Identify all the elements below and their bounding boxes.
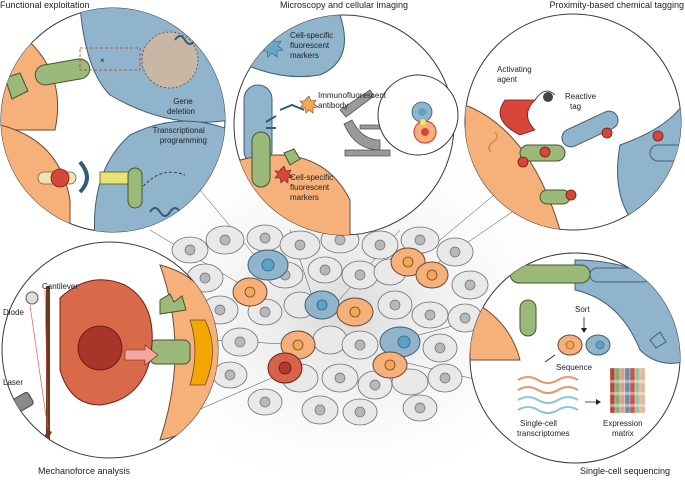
svg-text:×: × bbox=[100, 56, 105, 65]
gene-deletion-label: Gene deletion bbox=[167, 97, 195, 116]
reactive-tags bbox=[517, 127, 664, 201]
laser-label: Laser bbox=[3, 378, 23, 387]
tissue-cluster bbox=[171, 224, 489, 426]
transcriptional-programming-label: Transcriptional programming bbox=[153, 126, 207, 145]
title-microscopy: Microscopy and cellular imaging bbox=[280, 0, 408, 10]
panel-proximity-tagging: Activating agent Reactive tag bbox=[464, 13, 682, 231]
markers-top-label: Cell-specific fluorescent markers bbox=[290, 31, 335, 60]
diode-label: Diode bbox=[3, 308, 24, 317]
sort-label: Sort bbox=[575, 305, 590, 314]
expression-matrix bbox=[609, 367, 646, 414]
transcriptomes-label: Single-cell transcriptomes bbox=[517, 419, 569, 438]
panel-functional-exploitation: × Gene deletion Transcriptional programm… bbox=[0, 7, 226, 233]
highlighted-cells bbox=[232, 247, 449, 384]
activating-agent-label: Activating agent bbox=[497, 65, 534, 84]
sequence-label: Sequence bbox=[556, 363, 593, 372]
cantilever-label: Cantilever bbox=[42, 282, 78, 291]
reactive-tag-label: Reactive tag bbox=[565, 92, 598, 111]
title-sequencing: Single-cell sequencing bbox=[580, 466, 670, 476]
expression-matrix-label: Expression matrix bbox=[603, 419, 645, 438]
antibody-label: Immunofluorescent antibody bbox=[318, 91, 388, 110]
markers-bottom-label: Cell-specific fluorescent markers bbox=[290, 173, 335, 202]
gray-nuclei bbox=[184, 232, 476, 418]
title-functional-exploitation: Functional exploitation bbox=[0, 0, 90, 10]
microscope-icon bbox=[339, 89, 391, 157]
title-proximity-tagging: Proximity-based chemical tagging bbox=[549, 0, 684, 10]
title-mechanoforce: Mechanoforce analysis bbox=[38, 466, 131, 476]
panel-sequencing: Sort Sequence Single-cell transcriptomes… bbox=[469, 252, 681, 464]
background-glow bbox=[104, 120, 584, 480]
